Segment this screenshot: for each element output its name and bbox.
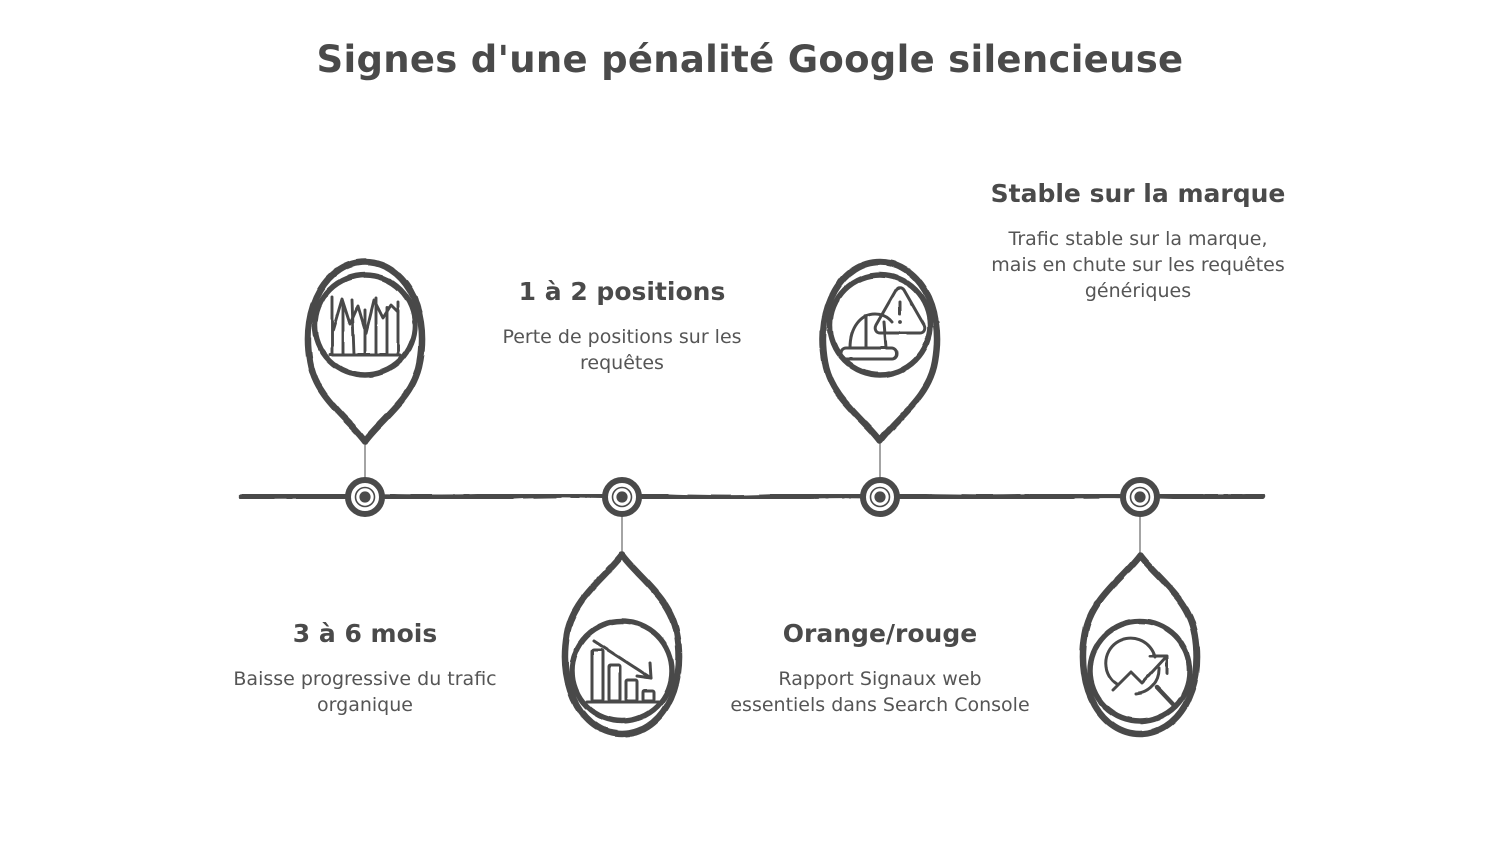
timeline-rail (238, 491, 1266, 502)
timeline-item-2: 1 à 2 positions Perte de positions sur l… (472, 276, 772, 376)
timeline-node-1[interactable] (345, 477, 385, 517)
pin-1[interactable] (304, 258, 426, 483)
item-1-heading: 3 à 6 mois (292, 619, 438, 648)
pin-4[interactable] (1079, 511, 1201, 738)
item-1-body: Baisse progressive du trafic organique (233, 668, 497, 717)
pin-3[interactable] (819, 258, 941, 483)
item-3-heading: Orange/rouge (782, 619, 978, 648)
volatile-bar-chart-icon (328, 295, 402, 357)
timeline-item-3: Orange/rouge Rapport Signaux web essenti… (730, 618, 1030, 718)
item-2-body: Perte de positions sur les requêtes (502, 326, 742, 375)
timeline-item-1: 3 à 6 mois Baisse progressive du trafic … (215, 618, 515, 718)
declining-bar-chart-arrow-icon (585, 639, 661, 704)
item-2-heading: 1 à 2 positions (518, 277, 726, 306)
pin-2[interactable] (561, 511, 683, 738)
item-3-body: Rapport Signaux web essentiels dans Sear… (730, 668, 1030, 717)
magnifier-trend-up-icon (1104, 636, 1177, 708)
timeline-node-3[interactable] (860, 477, 900, 517)
timeline-item-4: Stable sur la marque Trafic stable sur l… (988, 178, 1288, 305)
timeline-node-4[interactable] (1120, 477, 1160, 517)
page-title: Signes d'une pénalité Google silencieuse (316, 38, 1184, 81)
warning-hardhat-icon (839, 286, 927, 361)
item-4-heading: Stable sur la marque (990, 179, 1286, 208)
item-4-body: Trafic stable sur la marque, mais en chu… (991, 228, 1285, 303)
timeline-node-2[interactable] (602, 477, 642, 517)
